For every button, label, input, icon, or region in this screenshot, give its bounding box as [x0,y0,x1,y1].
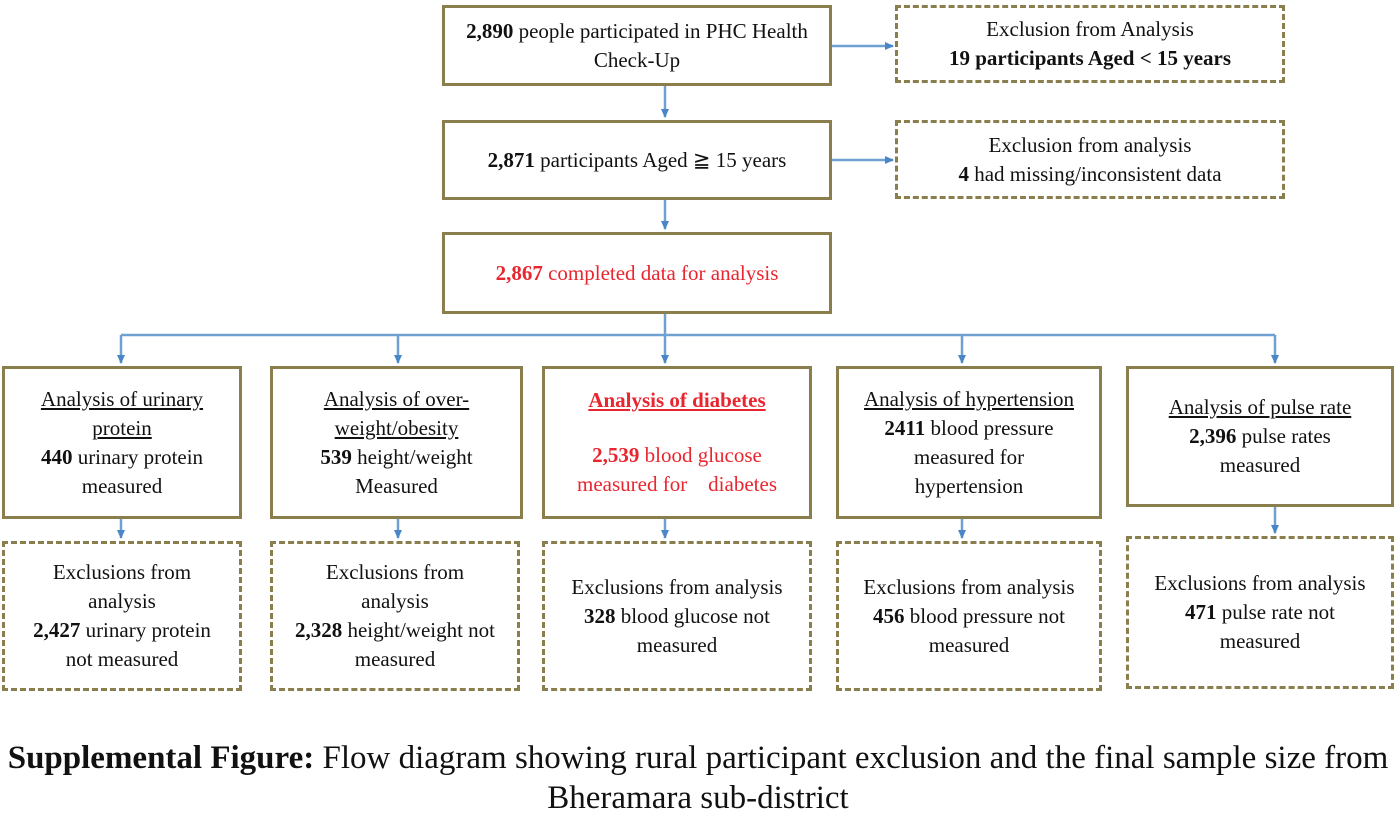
exclusion-box-pulse-rate: Exclusions from analysis 471 pulse rate … [1126,536,1394,689]
complete-count: 2,867 [495,260,543,285]
exclusion-count: 456 [873,603,905,628]
aged-box: 2,871 participants Aged ≧ 15 years [442,120,832,200]
exclusion-count: 2,328 [294,618,343,642]
exclusion-label: Exclusions from analysis [52,560,192,613]
exclusion-age-box: Exclusion from Analysis 19 participants … [895,5,1285,83]
exclusion-missing-box: Exclusion from analysis 4 had missing/in… [895,120,1285,199]
analysis-text: urinary protein measured [77,444,204,498]
analysis-text: blood glucose measured for diabetes [576,443,777,496]
analysis-count: 440 [40,444,73,469]
analysis-text: height/weight Measured [355,444,473,498]
exclusion-label: Exclusions from analysis [325,560,465,613]
exclusion-missing-label: Exclusion from analysis [988,132,1192,157]
analysis-title: Analysis of hypertension [864,386,1074,411]
figure-caption: Supplemental Figure: Flow diagram showin… [0,738,1396,818]
analysis-count: 2,396 [1189,424,1237,448]
exclusion-age-text: participants Aged < 15 years [975,46,1232,70]
analysis-count: 2,539 [592,443,640,467]
analysis-count: 2411 [884,415,926,440]
caption-label: Supplemental Figure: [7,740,315,776]
exclusion-label: Exclusions from analysis [863,574,1075,599]
exclusion-text: blood glucose not measured [620,603,771,657]
aged-count: 2,871 [487,147,535,172]
exclusion-count: 471 [1185,600,1217,624]
exclusion-count: 2,427 [33,618,81,642]
start-box: 2,890 people participated in PHC Health … [442,5,832,86]
analysis-text: blood pressure measured for hypertension [913,415,1054,498]
analysis-title: Analysis of urinary protein [40,386,204,440]
analysis-box-diabetes: Analysis of diabetes 2,539 blood glucose… [542,366,812,519]
analysis-title: Analysis of over-weight/obesity [323,386,470,440]
start-count: 2,890 [466,18,514,43]
caption-text: Flow diagram showing rural participant e… [322,740,1389,816]
exclusion-box-diabetes: Exclusions from analysis 328 blood gluco… [542,541,812,691]
exclusion-box-overweight: Exclusions from analysis 2,328 height/we… [270,541,520,691]
exclusion-label: Exclusions from analysis [571,574,783,599]
exclusion-box-urinary-protein: Exclusions from analysis 2,427 urinary p… [2,541,242,691]
exclusion-age-count: 19 [948,46,970,70]
exclusion-count: 328 [583,603,616,628]
complete-text: completed data for analysis [548,260,779,285]
analysis-box-hypertension: Analysis of hypertension 2411 blood pres… [836,366,1102,519]
exclusion-age-label: Exclusion from Analysis [986,17,1194,41]
analysis-count: 539 [320,444,352,469]
exclusion-text: pulse rate not measured [1219,600,1335,653]
analysis-title: Analysis of pulse rate [1168,395,1352,419]
analysis-box-pulse-rate: Analysis of pulse rate 2,396 pulse rates… [1126,366,1394,507]
exclusion-text: blood pressure not measured [909,603,1065,657]
exclusion-text: urinary protein not measured [65,618,211,671]
exclusion-missing-count: 4 [958,161,969,186]
exclusion-label: Exclusions from analysis [1154,571,1366,595]
start-text: people participated in PHC Health Check-… [518,18,808,72]
exclusion-missing-text: had missing/inconsistent data [974,161,1222,186]
exclusion-box-hypertension: Exclusions from analysis 456 blood press… [836,541,1102,691]
exclusion-text: height/weight not measured [347,618,496,671]
complete-box: 2,867 completed data for analysis [442,232,832,314]
analysis-text: pulse rates measured [1219,424,1331,477]
analysis-box-urinary-protein: Analysis of urinary protein 440 urinary … [2,366,242,519]
analysis-title: Analysis of diabetes [588,388,766,412]
analysis-box-overweight: Analysis of over-weight/obesity 539 heig… [270,366,523,519]
aged-text: participants Aged ≧ 15 years [540,147,787,172]
